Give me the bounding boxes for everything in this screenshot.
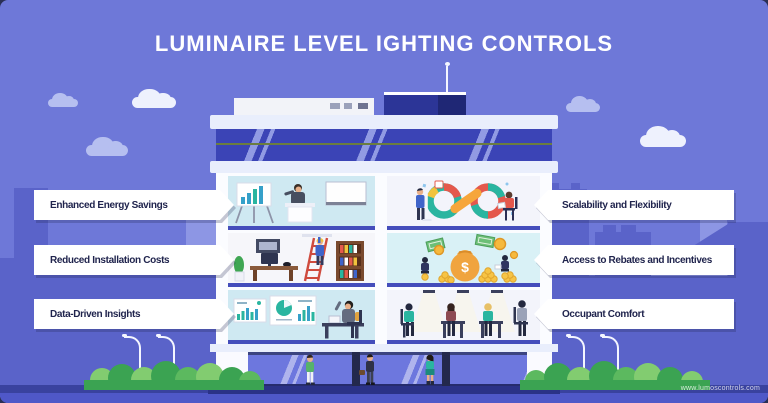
street-lamp-icon <box>566 334 585 388</box>
entrance-lintel <box>210 344 558 352</box>
antenna-icon <box>444 62 450 95</box>
cornice <box>210 161 558 173</box>
infinity-scalability-illustration <box>416 180 518 221</box>
room-rebates: $ <box>387 230 540 287</box>
entrance-mullion <box>352 352 360 386</box>
entrance-mullion <box>442 352 450 386</box>
facade-pillar <box>375 173 387 344</box>
cornice <box>210 115 558 129</box>
cloud-icon <box>86 136 128 156</box>
room-scalability <box>387 173 540 230</box>
callout-data-driven-insights: Data-Driven Insights <box>34 299 234 329</box>
cloud-icon <box>48 93 78 107</box>
cloud-icon <box>566 96 600 112</box>
cloud-icon <box>640 126 686 147</box>
callout-label: Access to Rebates and Incentives <box>562 254 712 266</box>
callout-label: Data-Driven Insights <box>50 308 141 320</box>
training-presentation-illustration <box>235 181 367 224</box>
entrance-glass <box>248 352 527 386</box>
street-lamp-icon <box>600 334 619 388</box>
street-lamp-icon <box>122 334 141 388</box>
room-installation <box>228 230 375 287</box>
cloud-icon <box>132 88 176 108</box>
rooftop-unit <box>384 92 466 116</box>
bushes-right <box>520 361 710 390</box>
street-lamp-icon <box>156 334 175 388</box>
callout-label: Reduced Installation Costs <box>50 254 170 266</box>
ladder-installation-office-illustration <box>234 234 364 282</box>
glass-band <box>216 129 552 161</box>
callout-access-to-rebates: Access to Rebates and Incentives <box>534 245 734 275</box>
callout-reduced-installation-costs: Reduced Installation Costs <box>34 245 234 275</box>
callout-enhanced-energy-savings: Enhanced Energy Savings <box>34 190 234 220</box>
room-comfort <box>387 287 540 344</box>
website-watermark: www.lumoscontrols.com <box>680 385 760 392</box>
callout-scalability-and-flexibility: Scalability and Flexibility <box>534 190 734 220</box>
callout-label: Enhanced Energy Savings <box>50 199 168 211</box>
seated-occupants-lighting-illustration <box>400 290 528 338</box>
room-presentation <box>228 173 375 230</box>
rooftop-unit <box>234 98 374 116</box>
callout-occupant-comfort: Occupant Comfort <box>534 299 734 329</box>
money-bag-rebates-illustration: $ <box>421 233 519 283</box>
room-insights <box>228 287 375 344</box>
bushes-left <box>84 361 264 390</box>
building-base-shadow <box>208 385 560 394</box>
pedestrians-illustration <box>306 354 435 385</box>
page-title: LUMINAIRE LEVEL IGHTING CONTROLS <box>154 31 614 56</box>
callout-label: Scalability and Flexibility <box>562 199 672 211</box>
callout-label: Occupant Comfort <box>562 308 645 320</box>
sidewalk-strip <box>0 393 768 403</box>
analytics-boards-illustration <box>233 295 364 339</box>
svg-text:$: $ <box>461 259 469 275</box>
